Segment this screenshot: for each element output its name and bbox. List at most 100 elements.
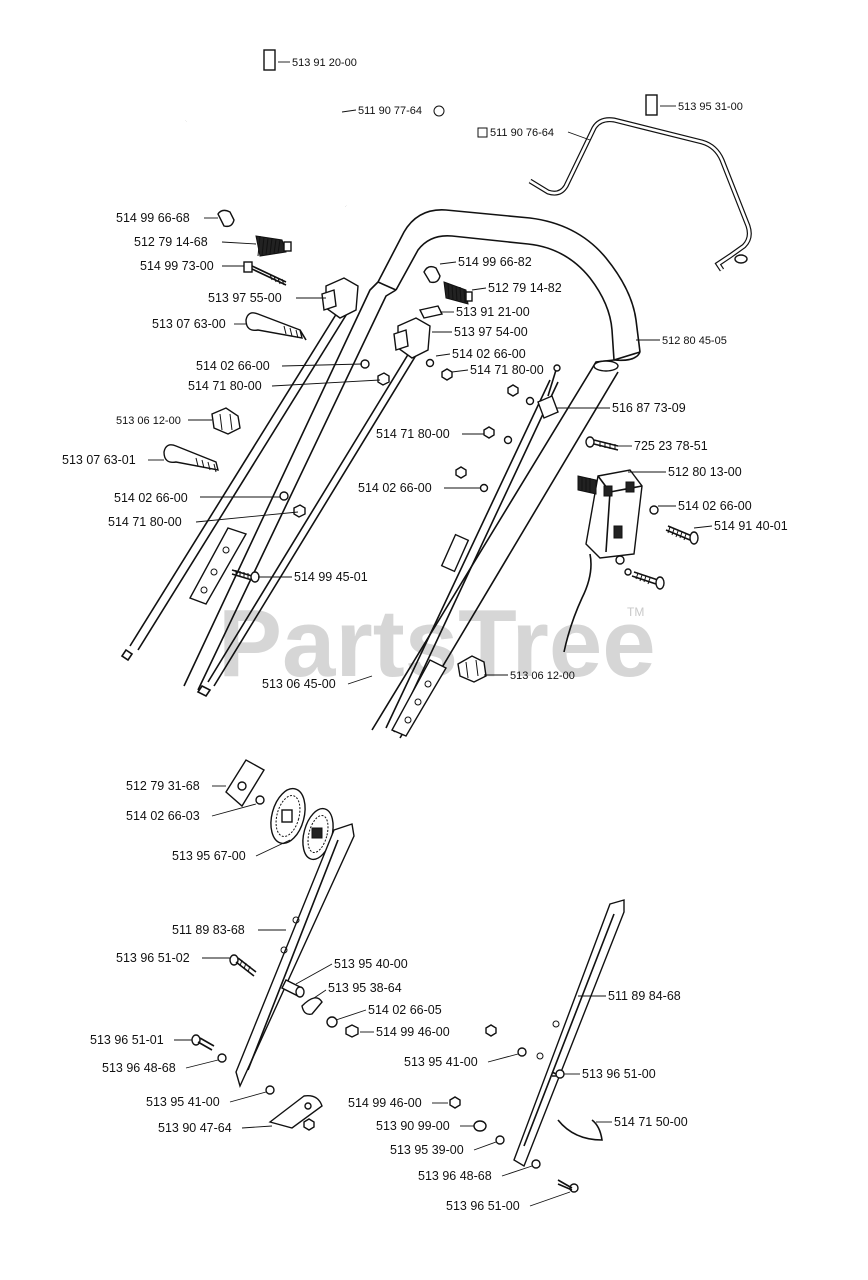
cable-adjuster-left — [321, 277, 359, 319]
spring-left — [255, 235, 292, 257]
washer-514-02-66-03 — [255, 795, 265, 805]
washer-514-02-66-05 — [326, 1016, 338, 1028]
label-513-95-39-00: 513 95 39-00 — [390, 1143, 464, 1157]
clamp-upper — [245, 312, 307, 341]
label-513-95-67-00: 513 95 67-00 — [172, 849, 246, 863]
spacer-513-96-48-68 — [217, 1053, 227, 1063]
label-514-02-66-00-c: 514 02 66-00 — [358, 481, 432, 495]
control-box — [563, 469, 643, 653]
label-513-96-51-01: 513 96 51-01 — [90, 1033, 164, 1047]
cable-end — [537, 364, 561, 419]
label-512-79-31-68: 512 79 31-68 — [126, 779, 200, 793]
cable-clip — [418, 305, 444, 319]
nut-right-mid — [449, 1096, 461, 1109]
bolt-long — [243, 261, 287, 286]
label-514-02-66-00-a: 514 02 66-00 — [196, 359, 270, 373]
bolt-right-bottom — [557, 1179, 579, 1193]
label-514-99-46-00-a: 514 99 46-00 — [376, 1025, 450, 1039]
cable-holder-left — [211, 407, 241, 435]
label-512-80-13-00: 512 80 13-00 — [668, 465, 742, 479]
label-514-02-66-05: 514 02 66-05 — [368, 1003, 442, 1017]
label-514-99-66-68: 514 99 66-68 — [116, 211, 190, 225]
label-513-97-55-00: 513 97 55-00 — [208, 291, 282, 305]
knob-left — [217, 209, 235, 228]
plate-513-95-38 — [301, 997, 323, 1016]
bolt-513-96-51-02 — [229, 954, 257, 977]
label-514-99-73-00: 514 99 73-00 — [140, 259, 214, 273]
bolt-514-91 — [665, 525, 699, 545]
label-513-91-20-00: 513 91 20-00 — [292, 57, 357, 69]
adjuster-gears — [270, 787, 334, 861]
label-513-90-99-00: 513 90 99-00 — [376, 1119, 450, 1133]
label-513-06-12-00-b: 513 06 12-00 — [510, 670, 575, 682]
label-514-02-66-03: 514 02 66-03 — [126, 809, 200, 823]
label-514-02-66-00-b: 514 02 66-00 — [452, 347, 526, 361]
label-514-71-80-00-b: 514 71 80-00 — [470, 363, 544, 377]
label-514-99-66-82: 514 99 66-82 — [458, 255, 532, 269]
label-513-90-47-64: 513 90 47-64 — [158, 1121, 232, 1135]
label-511-89-84-68: 511 89 84-68 — [608, 989, 681, 1003]
bail-lever-right — [528, 117, 752, 272]
label-511-89-83-68: 511 89 83-68 — [172, 923, 245, 937]
label-513-06-45-00: 513 06 45-00 — [262, 677, 336, 691]
label-511-90-77-64: 511 90 77-64 — [358, 105, 422, 117]
screw-514-99-45 — [231, 569, 260, 583]
bail-lever-left — [185, 80, 357, 207]
control-cables — [120, 307, 559, 733]
label-decal-right — [645, 94, 658, 116]
knob-right — [423, 265, 441, 284]
bolt-513-96-51-01 — [191, 1034, 215, 1051]
label-725-23-78-51: 725 23 78-51 — [634, 439, 708, 453]
label-514-99-46-00-b: 514 99 46-00 — [348, 1096, 422, 1110]
label-514-71-50-00: 514 71 50-00 — [614, 1115, 688, 1129]
bolt-lower-right — [631, 571, 665, 590]
cable-adjuster-right — [393, 317, 431, 359]
nut-right-top — [485, 1024, 497, 1037]
label-513-96-51-02: 513 96 51-02 — [116, 951, 190, 965]
spring-right — [443, 281, 473, 305]
cam-hole — [304, 1102, 312, 1110]
label-513-97-54-00: 513 97 54-00 — [454, 325, 528, 339]
spacer-513-95-41-00 — [265, 1085, 275, 1095]
label-516-87-73-09: 516 87 73-09 — [612, 401, 686, 415]
leader-lines — [148, 61, 713, 1207]
pivot-pin — [281, 979, 305, 998]
label-512-79-14-68: 512 79 14-68 — [134, 235, 208, 249]
label-decal-left — [263, 49, 276, 71]
label-513-96-51-00-b: 513 96 51-00 — [446, 1199, 520, 1213]
washer-513-90-99 — [473, 1120, 487, 1132]
label-514-02-66-00-e: 514 02 66-00 — [678, 499, 752, 513]
label-513-96-51-00-a: 513 96 51-00 — [582, 1067, 656, 1081]
adjust-knob-center — [237, 781, 247, 791]
spacer-right-bottom — [531, 1159, 541, 1169]
label-514-91-40-01: 514 91 40-01 — [714, 519, 788, 533]
label-513-95-40-00: 513 95 40-00 — [334, 957, 408, 971]
label-513-95-38-64: 513 95 38-64 — [328, 981, 402, 995]
nut-cam — [303, 1118, 315, 1131]
label-514-71-80-00-c: 514 71 80-00 — [376, 427, 450, 441]
label-513-96-48-68-b: 513 96 48-68 — [418, 1169, 492, 1183]
screw-725 — [585, 436, 619, 451]
label-513-07-63-00: 513 07 63-00 — [152, 317, 226, 331]
label-513-07-63-01: 513 07 63-01 — [62, 453, 136, 467]
washers-nuts — [279, 358, 659, 576]
watermark-trademark: TM — [627, 605, 644, 619]
label-514-71-80-00-a: 514 71 80-00 — [188, 379, 262, 393]
side-bracket-right — [513, 899, 625, 1168]
clamp-lower — [163, 444, 219, 473]
label-512-79-14-82: 512 79 14-82 — [488, 281, 562, 295]
label-513-06-12-00-a: 513 06 12-00 — [116, 415, 181, 427]
side-bracket-left — [235, 823, 355, 1089]
spacer-513-95-39 — [495, 1135, 505, 1145]
label-513-96-48-68-a: 513 96 48-68 — [102, 1061, 176, 1075]
label-513-91-21-00: 513 91 21-00 — [456, 305, 530, 319]
label-514-71-80-00-d: 514 71 80-00 — [108, 515, 182, 529]
lower-handle-plates — [189, 527, 447, 737]
label-514-02-66-00-d: 514 02 66-00 — [114, 491, 188, 505]
spring-514-71-50 — [557, 1119, 603, 1141]
spacer-right-top — [517, 1047, 527, 1057]
cable-holder-right — [457, 655, 487, 683]
label-511-90-76-64: 511 90 76-64 — [490, 127, 554, 139]
label-513-95-41-00-b: 513 95 41-00 — [404, 1055, 478, 1069]
